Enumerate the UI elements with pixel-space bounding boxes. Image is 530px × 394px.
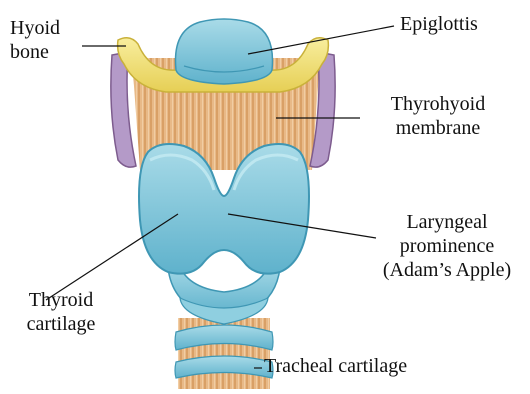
- label-epiglottis-line1: Epiglottis: [400, 12, 478, 36]
- label-laryngeal-prominence: Laryngeal prominence (Adam’s Apple): [372, 210, 522, 282]
- label-epiglottis: Epiglottis: [400, 12, 478, 36]
- label-thyroid-line1: Thyroid: [6, 288, 116, 312]
- label-hyoid-line1: Hyoid: [10, 16, 60, 40]
- label-thyrohyoid-line2: membrane: [368, 116, 508, 140]
- label-hyoid-bone: Hyoid bone: [10, 16, 60, 64]
- label-laryngeal-line1: Laryngeal: [372, 210, 522, 234]
- label-thyroid-cartilage: Thyroid cartilage: [6, 288, 116, 336]
- label-tracheal-line1: Tracheal cartilage: [264, 354, 407, 378]
- label-hyoid-line2: bone: [10, 40, 60, 64]
- label-thyrohyoid-line1: Thyrohyoid: [368, 92, 508, 116]
- trachea: [175, 318, 273, 389]
- label-laryngeal-line3: (Adam’s Apple): [372, 258, 522, 282]
- label-thyrohyoid-membrane: Thyrohyoid membrane: [368, 92, 508, 140]
- label-tracheal-cartilage: Tracheal cartilage: [264, 354, 407, 378]
- label-thyroid-line2: cartilage: [6, 312, 116, 336]
- label-laryngeal-line2: prominence: [372, 234, 522, 258]
